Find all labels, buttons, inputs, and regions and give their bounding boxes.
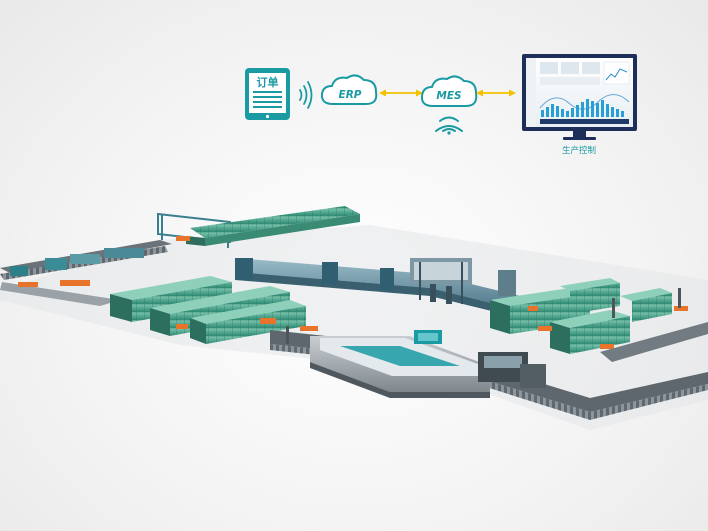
mes-label: MES [436, 90, 461, 102]
order-tablet-icon [245, 68, 290, 120]
mes-cloud-icon [420, 75, 478, 107]
mes-monitor-double-arrow [476, 89, 516, 97]
order-label: 订单 [257, 75, 279, 89]
erp-label: ERP [339, 89, 362, 101]
erp-cloud-icon [320, 74, 378, 105]
factory-floor [0, 206, 708, 430]
wireless-signal-icon [299, 81, 313, 109]
monitor-caption: 生产控制 [562, 145, 596, 156]
wifi-icon [435, 116, 463, 135]
erp-mes-double-arrow [379, 89, 423, 97]
production-monitor-icon [522, 54, 637, 140]
